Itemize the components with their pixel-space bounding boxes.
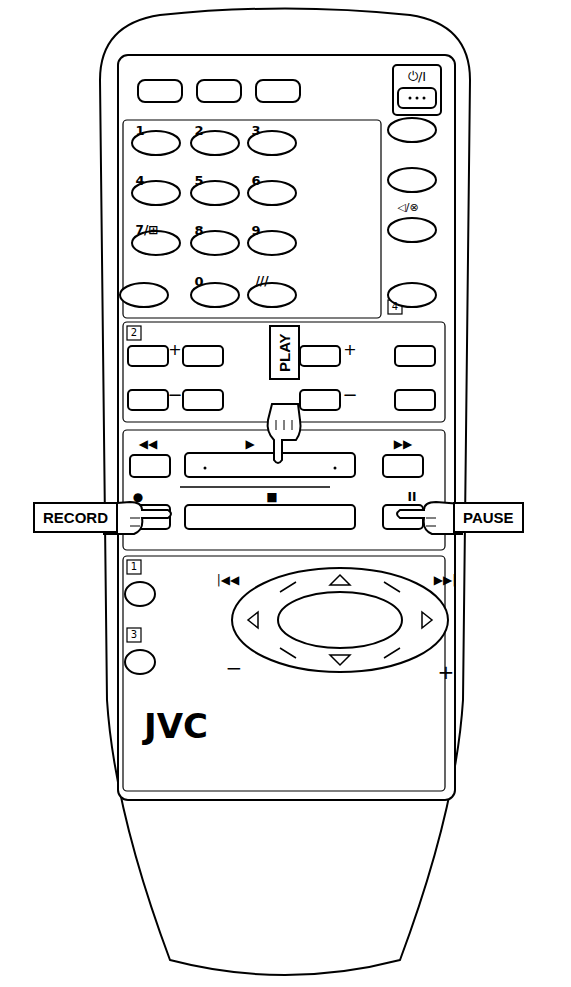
- callout-label: PLAY: [269, 325, 300, 380]
- button-label: −: [342, 386, 357, 404]
- button-dots: [204, 97, 426, 470]
- remote-body: [100, 9, 470, 976]
- button-label: 1: [131, 562, 137, 572]
- button-label: 3: [131, 630, 137, 640]
- button-label: 2: [131, 328, 137, 338]
- button-label: 3: [251, 124, 260, 137]
- button-label: 4: [135, 174, 144, 187]
- button-label: 0: [194, 275, 203, 288]
- button-label: ▶: [245, 438, 254, 450]
- button-label: |◀◀: [217, 574, 240, 586]
- button-panel: [118, 55, 455, 800]
- leader-line: [180, 486, 330, 488]
- button-label: 2: [194, 124, 203, 137]
- transport-section: [123, 430, 445, 550]
- callout-text: PLAY: [277, 333, 292, 372]
- button-label: +: [343, 342, 356, 358]
- callout-label: RECORD: [33, 502, 118, 533]
- callout-label: PAUSE: [453, 502, 524, 533]
- button-label: 7/⊞: [136, 224, 159, 236]
- button-label: ///: [255, 275, 268, 287]
- button-label: 9: [251, 224, 260, 237]
- dpad-arrows: [248, 575, 432, 665]
- button-label: ●: [133, 491, 143, 503]
- button-label: 6: [251, 174, 260, 187]
- boxed-number: [127, 326, 141, 340]
- brand-logo: JVC: [144, 709, 208, 743]
- button-label: 8: [194, 224, 203, 237]
- button-label: 1: [135, 124, 144, 137]
- button-label: ◁/⊗: [397, 202, 418, 213]
- button-label: 5: [194, 174, 203, 187]
- button-label: +: [168, 342, 181, 358]
- callout-text: RECORD: [43, 510, 108, 525]
- button-label: +: [438, 662, 455, 682]
- button-label: ⏻/I: [408, 70, 426, 83]
- button-label: −: [226, 658, 243, 678]
- callout-text: PAUSE: [463, 510, 514, 525]
- button-label: 4: [392, 302, 398, 312]
- pointing-hands: [104, 404, 462, 534]
- button-label: ■: [266, 491, 277, 503]
- buttons: [120, 65, 448, 674]
- boxed-number: [127, 560, 141, 574]
- button-label: ▶▶: [394, 438, 412, 450]
- hand-play: [268, 404, 301, 463]
- button-label: ◀◀: [139, 438, 157, 450]
- button-label: −: [167, 386, 182, 404]
- button-label: ▶▶|: [434, 574, 457, 586]
- boxed-number: [127, 628, 141, 642]
- button-label: II: [408, 491, 417, 503]
